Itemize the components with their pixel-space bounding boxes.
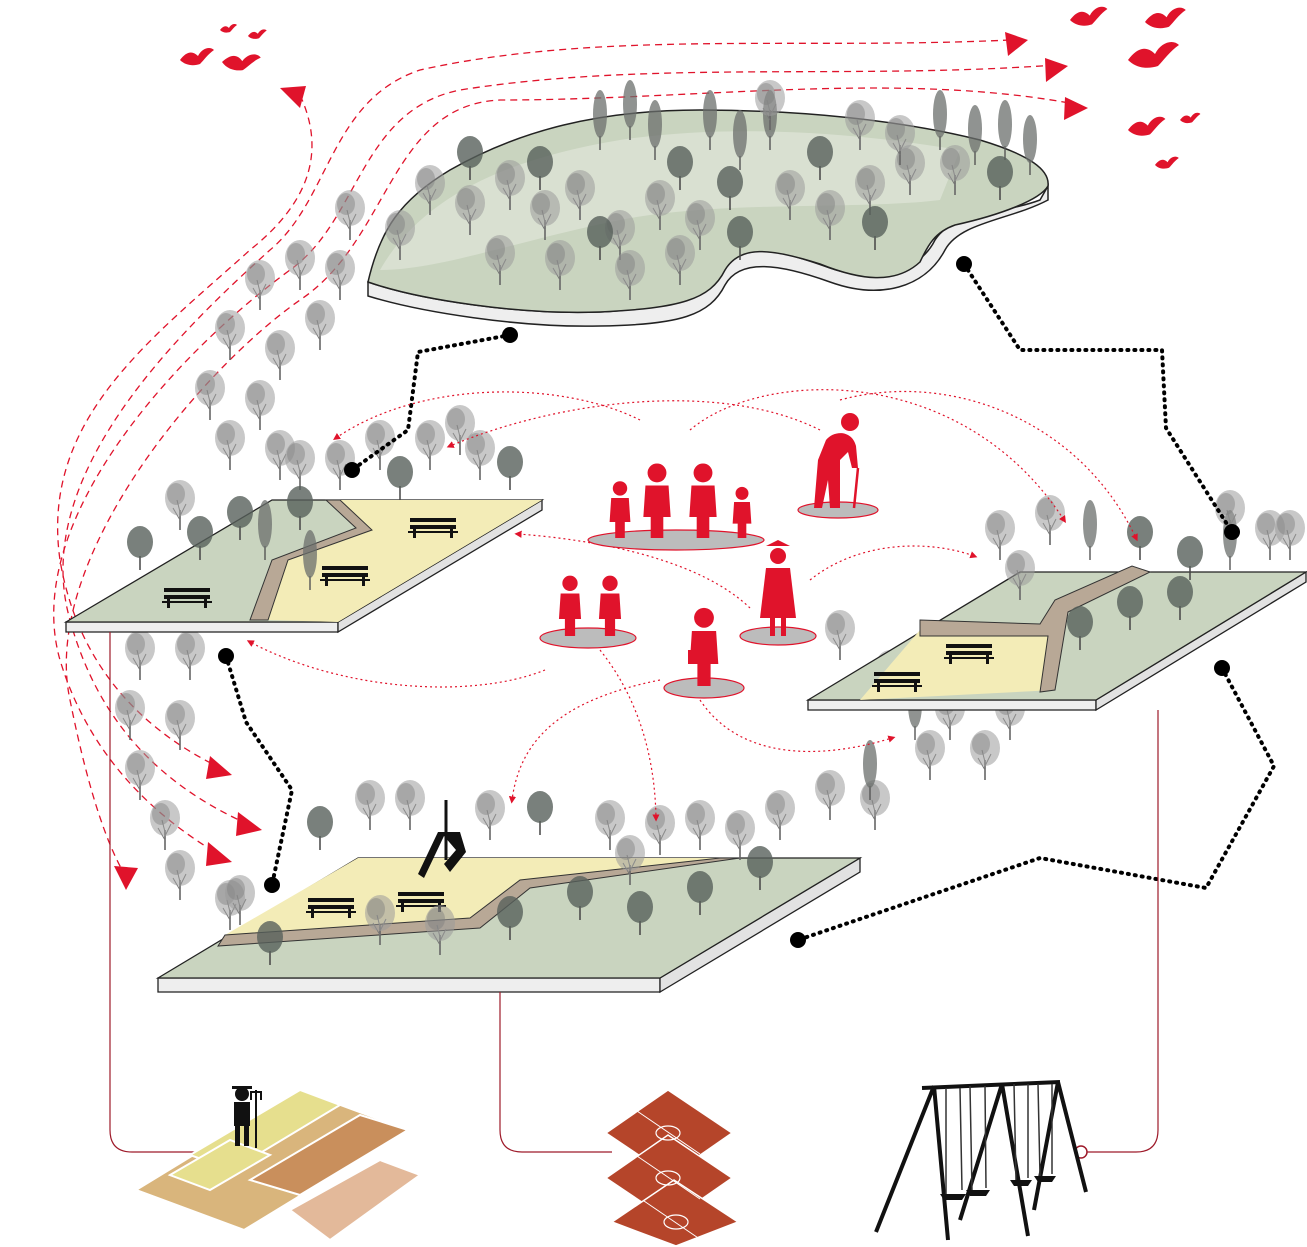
slide-icon: [418, 800, 466, 878]
businessman: [663, 607, 745, 699]
farmer-icon: [232, 1086, 262, 1148]
child-pair: [539, 575, 637, 649]
bottom-park-platform: [155, 779, 863, 994]
right-park-platform: [805, 489, 1307, 712]
left-park-platform: [63, 404, 545, 634]
birds-top-right: [1070, 6, 1201, 169]
platform-connectors: [218, 256, 1277, 948]
swing-set-icon: [874, 1080, 1088, 1241]
birds-top-left: [180, 24, 267, 75]
graduate: [739, 540, 817, 646]
sports-court-icon: [604, 1089, 740, 1247]
family-group: [587, 463, 765, 551]
farmland-icon: [133, 1086, 423, 1242]
movement-arrows: [246, 389, 1138, 822]
forest-platform: [367, 79, 1049, 327]
elderly-person: [797, 413, 879, 519]
